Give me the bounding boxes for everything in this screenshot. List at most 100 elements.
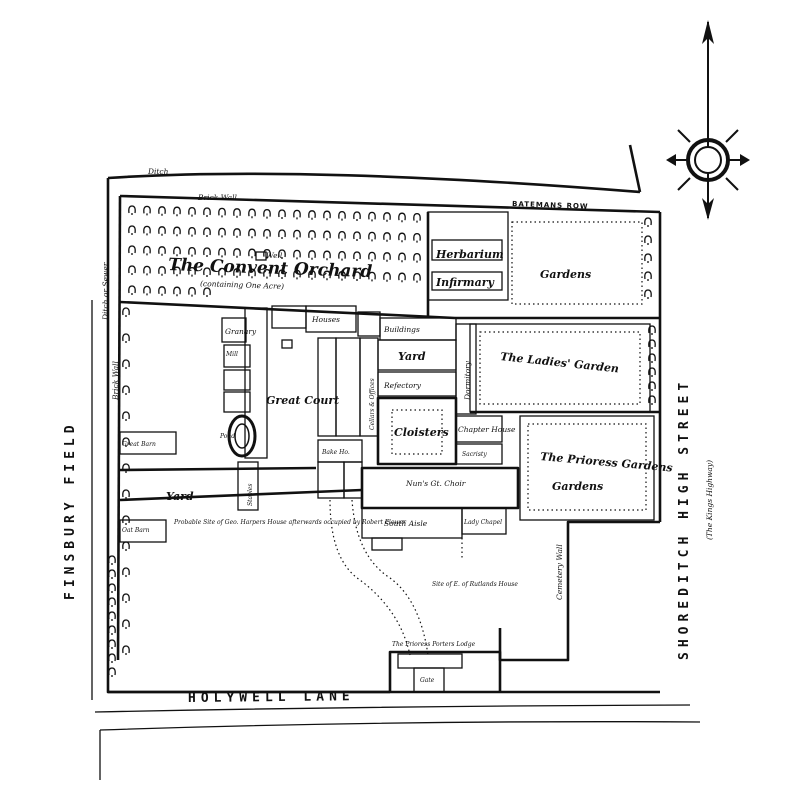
tree-icon <box>323 270 331 281</box>
tree-icon <box>203 267 211 277</box>
tree-icon <box>203 287 211 297</box>
tree-icon <box>143 225 151 236</box>
tree-icon <box>644 253 652 263</box>
tree-icon <box>122 411 130 421</box>
road-south-label: HOLYWELL LANE <box>188 689 355 706</box>
tree-icon <box>108 625 116 635</box>
ladies-garden-label: The Ladies' Garden <box>500 350 620 375</box>
tree-icon <box>398 212 406 223</box>
tree-icon <box>248 268 256 279</box>
tree-icon <box>218 267 226 278</box>
tree-icon <box>648 353 656 363</box>
ditch-label: Ditch <box>147 167 169 176</box>
gate-label: Gate <box>420 677 435 684</box>
tree-icon <box>648 339 656 349</box>
brick-wall-north-label: Brick Wall <box>197 193 238 202</box>
site-rutland-label: Site of E. of Rutlands House <box>432 581 518 588</box>
tree-icon <box>248 208 256 219</box>
great-court-label: Great Court <box>266 394 339 407</box>
tree-icon <box>413 272 421 283</box>
road-west-label: FINSBURY FIELD <box>63 420 78 600</box>
tree-icon <box>128 205 136 215</box>
tree-icon <box>173 266 181 277</box>
mill-label: Mill <box>225 351 238 358</box>
tree-icon <box>143 285 151 296</box>
tree-icon <box>263 228 271 239</box>
tree-icon <box>122 489 130 499</box>
tree-icon <box>353 211 361 221</box>
chapter-house-label: Chapter House <box>458 425 516 434</box>
tree-icon <box>383 272 391 282</box>
prioress-gardens-label: The Prioress Gardens <box>540 450 673 475</box>
tree-icon <box>203 227 211 237</box>
tree-icon <box>128 285 136 295</box>
ditch-sewer-label: Ditch or Sewer <box>101 262 110 321</box>
road-east-sub-label: (The Kings Highway) <box>705 460 714 540</box>
tree-icon <box>128 225 136 235</box>
tree-icon <box>233 228 241 238</box>
tree-icon <box>383 232 391 242</box>
tree-icon <box>248 248 256 259</box>
compass-rose-icon <box>666 20 750 220</box>
sacristy-label: Sacristy <box>462 451 487 458</box>
buildings <box>119 211 660 693</box>
tree-icon <box>293 229 301 240</box>
great-barn-label: Great Barn <box>122 441 156 448</box>
tree-icon <box>173 206 181 217</box>
barn-yard-label: Yard <box>166 490 194 503</box>
tree-icon <box>263 248 271 259</box>
tree-icon <box>128 265 136 275</box>
tree-icon <box>122 307 130 317</box>
boundary-walls <box>91 144 701 780</box>
tree-icon <box>248 228 256 239</box>
tree-icon <box>338 270 346 281</box>
brick-wall-west-label: Brick Wall <box>111 360 120 401</box>
tree-icon <box>644 235 652 245</box>
tree-icon <box>218 247 226 258</box>
tree-icon <box>122 593 130 603</box>
tree-icon <box>383 212 391 222</box>
cemetery-wall-label: Cemetery Wall <box>555 544 564 600</box>
tree-icon <box>158 206 166 216</box>
tree-icon <box>143 245 151 256</box>
refectory-label: Refectory <box>383 381 422 390</box>
tree-icon <box>122 567 130 577</box>
tree-icon <box>173 286 181 297</box>
tree-icon <box>233 208 241 218</box>
tree-icon <box>218 227 226 238</box>
tree-icon <box>278 249 286 259</box>
tree-icon <box>108 555 116 565</box>
houses-label: Houses <box>311 315 340 324</box>
tree-icon <box>338 230 346 241</box>
tree-icon <box>122 463 130 473</box>
tree-icon <box>122 437 130 447</box>
road-east-label: SHOREDITCH HIGH STREET <box>677 378 692 660</box>
tree-icon <box>263 208 271 219</box>
orchard-sub-label: (containing One Acre) <box>200 279 284 291</box>
tree-icon <box>218 207 226 218</box>
well-label: Well <box>266 251 283 260</box>
tree-icon <box>108 639 116 649</box>
tree-icon <box>108 597 116 607</box>
tree-icon <box>398 252 406 263</box>
tree-icon <box>143 265 151 276</box>
bakehouse-label: Bake Ho. <box>321 449 350 456</box>
tree-icon <box>263 268 271 279</box>
gardens-ne-label: Gardens <box>540 268 591 281</box>
tree-icon <box>293 249 301 260</box>
tree-icon <box>188 206 196 217</box>
tree-icon <box>308 250 316 260</box>
south-aisle-label: South Aisle <box>384 519 428 528</box>
tree-icon <box>158 286 166 296</box>
tree-icon <box>122 333 130 343</box>
tree-icon <box>158 246 166 256</box>
tree-icon <box>368 231 376 242</box>
tree-icon <box>398 232 406 243</box>
tree-icon <box>203 207 211 217</box>
tree-icon <box>323 210 331 221</box>
tree-icon <box>413 232 421 243</box>
cellars-label: Cellars & Offices <box>369 378 376 430</box>
buildings-label: Buildings <box>383 325 420 334</box>
tree-icon <box>648 325 656 335</box>
